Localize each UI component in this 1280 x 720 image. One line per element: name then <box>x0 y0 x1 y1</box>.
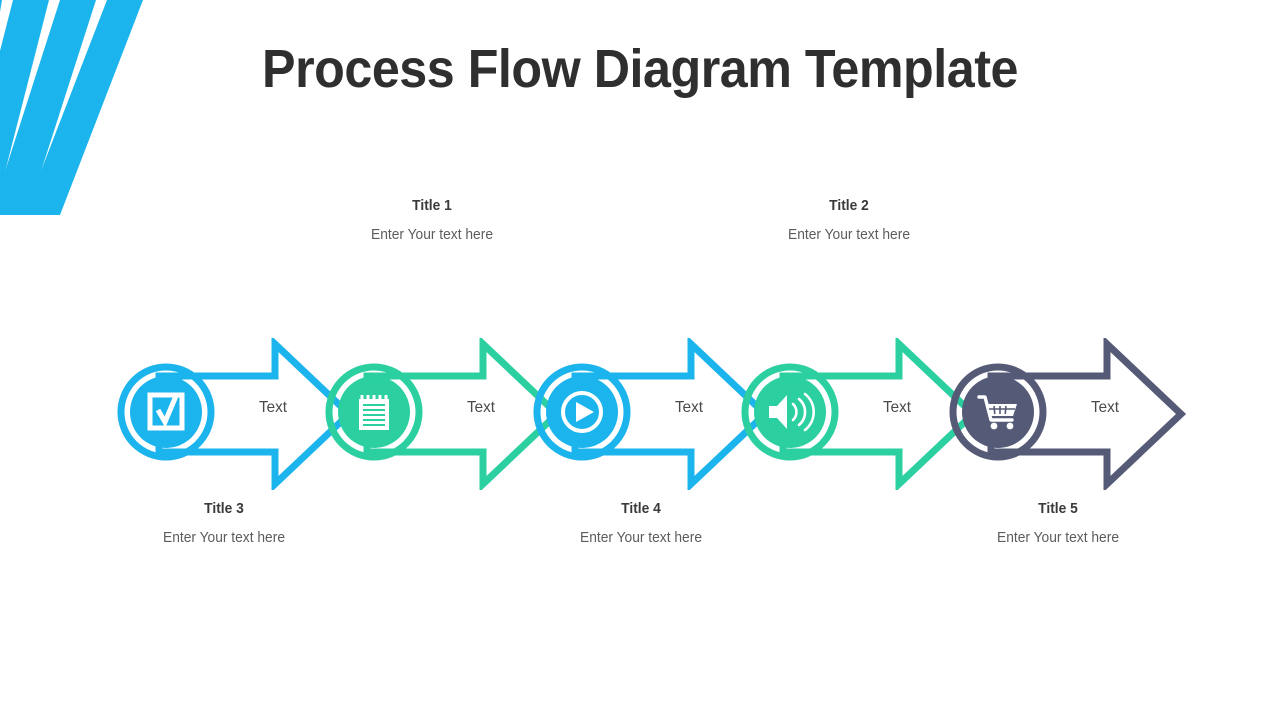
caption-block-4: Title 4 Enter Your text here <box>491 500 791 546</box>
process-step-1[interactable]: Text <box>113 338 373 490</box>
caption-title-2: Title 2 <box>829 197 869 214</box>
shopping-cart-icon <box>977 395 1017 430</box>
page-title: Process Flow Diagram Template <box>262 39 1018 99</box>
step-5-ring <box>949 363 1047 461</box>
play-circle-icon <box>561 391 603 433</box>
process-step-5[interactable]: Text <box>945 338 1205 490</box>
caption-title-5: Title 5 <box>1038 500 1078 517</box>
step-3-arrow-shape <box>533 338 771 490</box>
step-1-disc <box>130 376 202 448</box>
stripe-3 <box>0 0 96 215</box>
notepad-icon <box>359 395 389 430</box>
process-step-2[interactable]: Text <box>321 338 581 490</box>
caption-description-4: Enter Your text here <box>580 529 702 546</box>
caption-block-5: Title 5 Enter Your text here <box>908 500 1208 546</box>
stripe-group <box>0 0 143 215</box>
speaker-volume-icon <box>769 392 815 432</box>
step-4-ring <box>741 363 839 461</box>
step-4-arrow-shape <box>741 338 979 490</box>
step-3-ring <box>533 363 631 461</box>
step-5-arrow-shape <box>949 338 1187 490</box>
caption-title-3: Title 3 <box>204 500 244 517</box>
stripe-2 <box>0 0 49 192</box>
step-1-arrow-shape <box>117 338 355 490</box>
caption-title-4: Title 4 <box>621 500 661 517</box>
step-2-arrow-shape <box>325 338 563 490</box>
process-step-4[interactable]: Text <box>737 338 997 490</box>
caption-block-2: Title 2 Enter Your text here <box>699 197 999 243</box>
caption-block-1: Title 1 Enter Your text here <box>282 197 582 243</box>
step-2-ring <box>325 363 423 461</box>
caption-description-3: Enter Your text here <box>163 529 285 546</box>
checkbox-checked-icon <box>147 392 185 431</box>
stripe-1 <box>0 0 2 12</box>
caption-description-5: Enter Your text here <box>997 529 1119 546</box>
step-1-ring <box>117 363 215 461</box>
stripe-4 <box>24 0 143 215</box>
step-4-disc <box>754 376 826 448</box>
process-step-3[interactable]: Text <box>529 338 789 490</box>
caption-description-2: Enter Your text here <box>788 226 910 243</box>
caption-block-3: Title 3 Enter Your text here <box>74 500 374 546</box>
caption-description-1: Enter Your text here <box>371 226 493 243</box>
notepad-lines <box>363 404 385 426</box>
process-flow-row: Text <box>0 338 1280 490</box>
diagonal-stripes-decoration <box>0 0 143 215</box>
caption-title-1: Title 1 <box>412 197 452 214</box>
